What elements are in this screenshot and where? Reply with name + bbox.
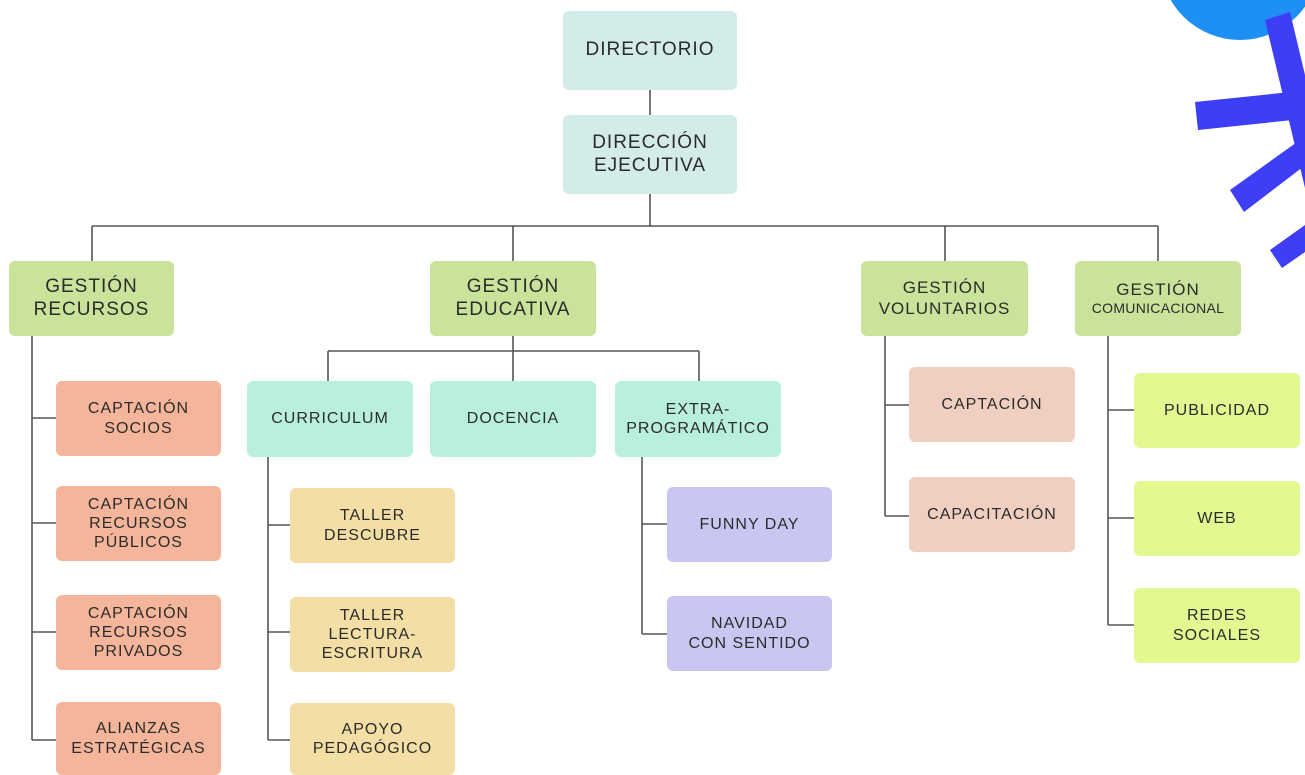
node-taller-lectura-escritura: TALLER LECTURA- ESCRITURA	[290, 597, 455, 672]
node-redes-sociales: REDES SOCIALES	[1134, 588, 1300, 663]
node-publicidad: PUBLICIDAD	[1134, 373, 1300, 448]
node-docencia: DOCENCIA	[430, 381, 596, 457]
node-curriculum: CURRICULUM	[247, 381, 413, 457]
node-direccion-ejecutiva: DIRECCIÓN EJECUTIVA	[563, 115, 737, 194]
node-alianzas-estrategicas: ALIANZAS ESTRATÉGICAS	[56, 702, 221, 775]
decor-ray-3	[1230, 140, 1305, 212]
node-captacion-recursos-privados: CAPTACIÓN RECURSOS PRIVADOS	[56, 595, 221, 670]
label-gestion: GESTIÓN	[1116, 279, 1200, 299]
decor-ray-2	[1195, 90, 1305, 130]
node-captacion-recursos-publicos: CAPTACIÓN RECURSOS PÚBLICOS	[56, 486, 221, 561]
node-apoyo-pedagogico: APOYO PEDAGÓGICO	[290, 703, 455, 775]
node-web: WEB	[1134, 481, 1300, 556]
node-gestion-voluntarios: GESTIÓN VOLUNTARIOS	[861, 261, 1028, 336]
node-captacion: CAPTACIÓN	[909, 367, 1075, 442]
label-comunicacional: COMUNICACIONAL	[1091, 300, 1225, 317]
node-gestion-recursos: GESTIÓN RECURSOS	[9, 261, 174, 336]
node-extra-programatico: EXTRA- PROGRAMÁTICO	[615, 381, 781, 457]
node-capacitacion: CAPACITACIÓN	[909, 477, 1075, 552]
node-gestion-comunicacional: GESTIÓN COMUNICACIONAL	[1075, 261, 1241, 336]
node-captacion-socios: CAPTACIÓN SOCIOS	[56, 381, 221, 456]
node-directorio: DIRECTORIO	[563, 11, 737, 90]
node-gestion-educativa: GESTIÓN EDUCATIVA	[430, 261, 596, 336]
node-navidad-con-sentido: NAVIDAD CON SENTIDO	[667, 596, 832, 671]
node-funny-day: FUNNY DAY	[667, 487, 832, 562]
node-taller-descubre: TALLER DESCUBRE	[290, 488, 455, 563]
decor-ray-4	[1270, 225, 1305, 268]
